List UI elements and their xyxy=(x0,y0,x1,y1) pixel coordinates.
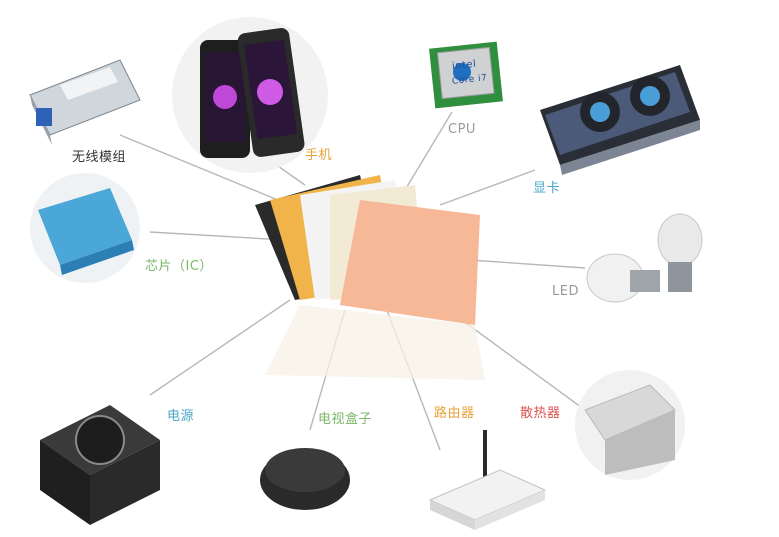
thermal-pad-stack xyxy=(255,175,485,380)
line-chip xyxy=(149,231,286,241)
phone-image xyxy=(172,17,328,173)
heatsink-image xyxy=(575,370,685,480)
label-heatsink: 散热器 xyxy=(520,406,561,421)
label-cpu: CPU xyxy=(448,122,476,137)
wireless-module-image xyxy=(29,59,141,145)
led-image xyxy=(586,213,703,303)
chip-image xyxy=(30,173,140,283)
line-graphics-card xyxy=(439,169,536,206)
tv-box-image xyxy=(260,448,350,510)
line-power-supply xyxy=(149,299,291,396)
line-heatsink xyxy=(454,314,586,411)
cpu-image xyxy=(429,41,503,109)
label-led: LED xyxy=(552,284,579,299)
label-wireless-module: 无线模组 xyxy=(72,150,127,165)
label-phone: 手机 xyxy=(305,148,333,163)
label-power-supply: 电源 xyxy=(167,409,195,424)
label-router: 路由器 xyxy=(434,406,475,421)
pad-salmon xyxy=(340,200,480,325)
pad-reflection xyxy=(265,305,485,380)
label-tv-box: 电视盒子 xyxy=(318,412,373,427)
router-image xyxy=(428,430,547,530)
power-supply-image xyxy=(40,405,160,525)
label-graphics-card: 显卡 xyxy=(533,181,561,196)
line-wireless-module xyxy=(119,134,291,206)
label-chip: 芯片（IC） xyxy=(145,259,213,274)
line-led xyxy=(469,259,586,269)
line-cpu xyxy=(404,111,453,191)
graphics-card-image xyxy=(540,65,700,175)
